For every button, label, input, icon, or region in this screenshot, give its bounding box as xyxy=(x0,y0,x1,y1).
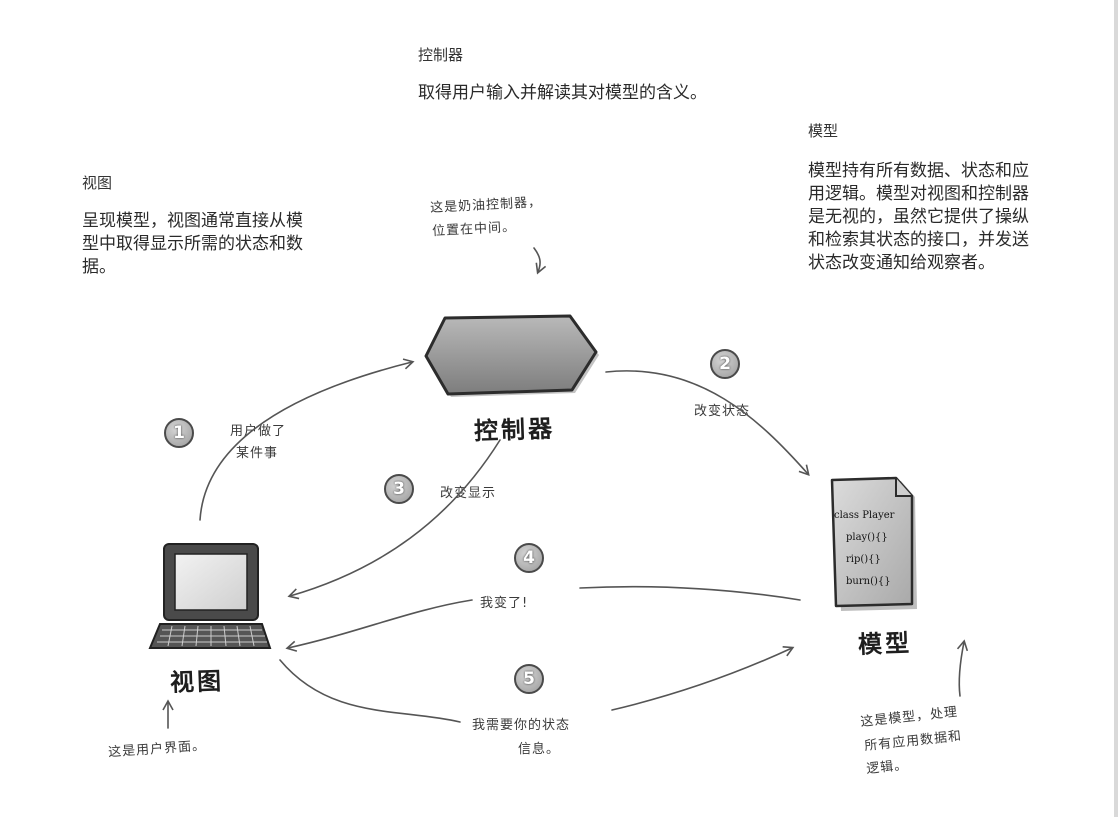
controller-description: 取得用户输入并解读其对模型的含义。 xyxy=(418,83,707,103)
step-5-arrow-end xyxy=(611,646,795,711)
step-4-arrow-end xyxy=(285,599,473,652)
view-description: 呈现模型，视图通常直接从模型中取得显示所需的状态和数据。 xyxy=(82,211,303,277)
step-3-label: 改变显示 xyxy=(440,486,497,501)
step-1-label-line-2: 某件事 xyxy=(236,446,279,461)
step-2-badge: 2 xyxy=(710,349,740,379)
step-3-arrow xyxy=(287,439,501,600)
model-description: 模型持有所有数据、状态和应用逻辑。模型对视图和控制器是无视的，虽然它提供了操纵和… xyxy=(808,161,1029,273)
step-5-label-line-2: 信息。 xyxy=(518,742,561,757)
step-4-badge: 4 xyxy=(514,543,544,573)
step-5-label-line-1: 我需要你的状态 xyxy=(472,718,571,733)
laptop-icon xyxy=(148,543,272,649)
code-line-1: class Player xyxy=(834,510,895,521)
step-1-badge: 1 xyxy=(164,418,194,448)
code-line-2: play(){} xyxy=(846,532,888,543)
step-1-arrow xyxy=(199,358,415,521)
step-1-label-line-1: 用户做了 xyxy=(230,424,287,439)
step-2-label: 改变状态 xyxy=(694,404,751,419)
model-document-icon: class Player play(){} rip(){} burn(){} xyxy=(830,476,917,611)
model-heading: 模型 xyxy=(808,122,839,140)
step-3-badge: 3 xyxy=(384,474,414,504)
model-note-arrow xyxy=(956,639,969,697)
step-5-arrow-start xyxy=(279,659,461,723)
step-5-badge: 5 xyxy=(514,664,544,694)
step-2-arrow xyxy=(605,370,810,476)
controller-hexagon-icon xyxy=(424,314,599,397)
controller-note-arrow xyxy=(533,247,547,275)
code-line-4: burn(){} xyxy=(846,576,891,587)
controller-heading: 控制器 xyxy=(418,46,464,64)
code-line-3: rip(){} xyxy=(846,554,881,565)
view-heading: 视图 xyxy=(82,174,113,192)
step-4-label: 我变了! xyxy=(480,596,529,611)
page-edge xyxy=(1114,0,1118,817)
step-4-arrow-start xyxy=(579,585,801,601)
